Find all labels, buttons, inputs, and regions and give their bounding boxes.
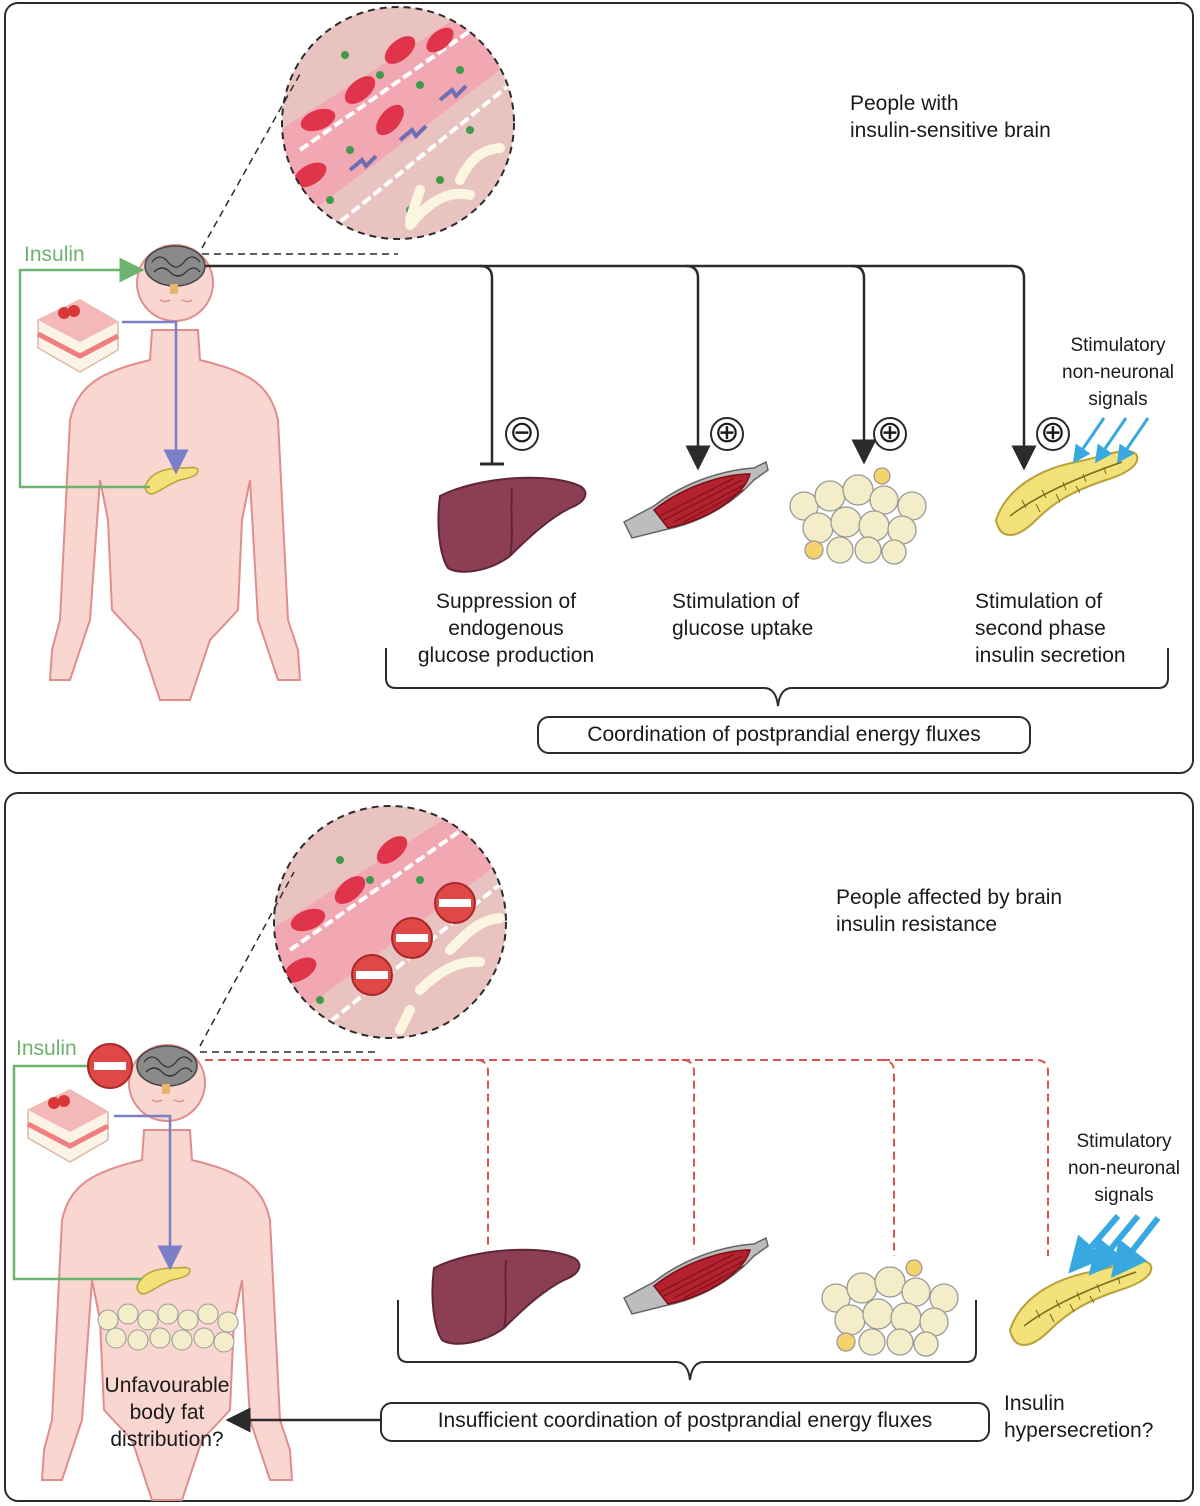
brain-zoom-circle-top	[281, 6, 515, 240]
pancreas-icon-bottom	[1009, 1260, 1153, 1346]
food-digestion-arrow-bottom	[114, 1114, 183, 1271]
panel-title-bottom: People affected by brain insulin resista…	[836, 886, 1063, 936]
cake-icon	[38, 300, 118, 372]
food-digestion-arrow	[122, 320, 189, 475]
plus-sign-muscle: ⊕	[710, 417, 744, 451]
adipose-tissue-icon-bottom	[821, 1259, 959, 1357]
liver-icon	[437, 476, 587, 573]
insulin-block-icon	[87, 1043, 133, 1089]
liver-icon-bottom	[431, 1248, 581, 1345]
muscle-icon-bottom	[623, 1237, 769, 1315]
brain-zoom-circle-bottom	[273, 805, 507, 1039]
minus-sign: ⊖	[505, 417, 539, 451]
impaired-signal-lines	[205, 1059, 1049, 1256]
panel-title-top: People with insulin-sensitive brain	[850, 92, 1051, 142]
hypersecretion-label: Insulin hypersecretion?	[1004, 1392, 1154, 1442]
adipose-tissue-icon	[789, 467, 927, 565]
caption-pancreas: Stimulation of second phase insulin secr…	[975, 590, 1126, 667]
insulin-label-top: Insulin	[24, 243, 85, 266]
stimulatory-signal-arrows	[1072, 417, 1150, 464]
summary-box-top: Coordination of postprandial energy flux…	[537, 716, 1031, 754]
stimulatory-label-top: Stimulatory non-neuronal signals	[1062, 335, 1174, 410]
insulin-label-bottom: Insulin	[16, 1037, 77, 1060]
plus-sign-fat: ⊕	[873, 417, 907, 451]
insulin-feedback-arrow-bottom	[12, 1064, 142, 1281]
cake-icon-bottom	[28, 1090, 108, 1162]
human-figure-bottom	[41, 1044, 293, 1501]
grouping-bracket-bottom	[397, 1300, 977, 1381]
caption-liver: Suppression of endogenous glucose produc…	[417, 590, 595, 667]
brain-signal-lines	[205, 264, 1037, 471]
pancreas-icon	[995, 450, 1139, 536]
plus-sign-pancreas: ⊕	[1036, 417, 1070, 451]
caption-glucose-uptake: Stimulation of glucose uptake	[672, 590, 814, 640]
summary-box-bottom: Insufficient coordination of postprandia…	[380, 1402, 990, 1442]
stimulatory-signal-arrows-bottom	[1068, 1214, 1161, 1279]
zoom-callout-lines-bottom	[199, 871, 380, 1053]
zoom-callout-lines	[201, 73, 398, 255]
stimulatory-label-bottom: Stimulatory non-neuronal signals	[1068, 1131, 1180, 1206]
grouping-bracket-top	[385, 648, 1169, 707]
muscle-icon	[623, 461, 769, 539]
body-fat-label: Unfavourable body fat distribution?	[104, 1374, 230, 1451]
insulin-feedback-arrow	[18, 257, 150, 489]
